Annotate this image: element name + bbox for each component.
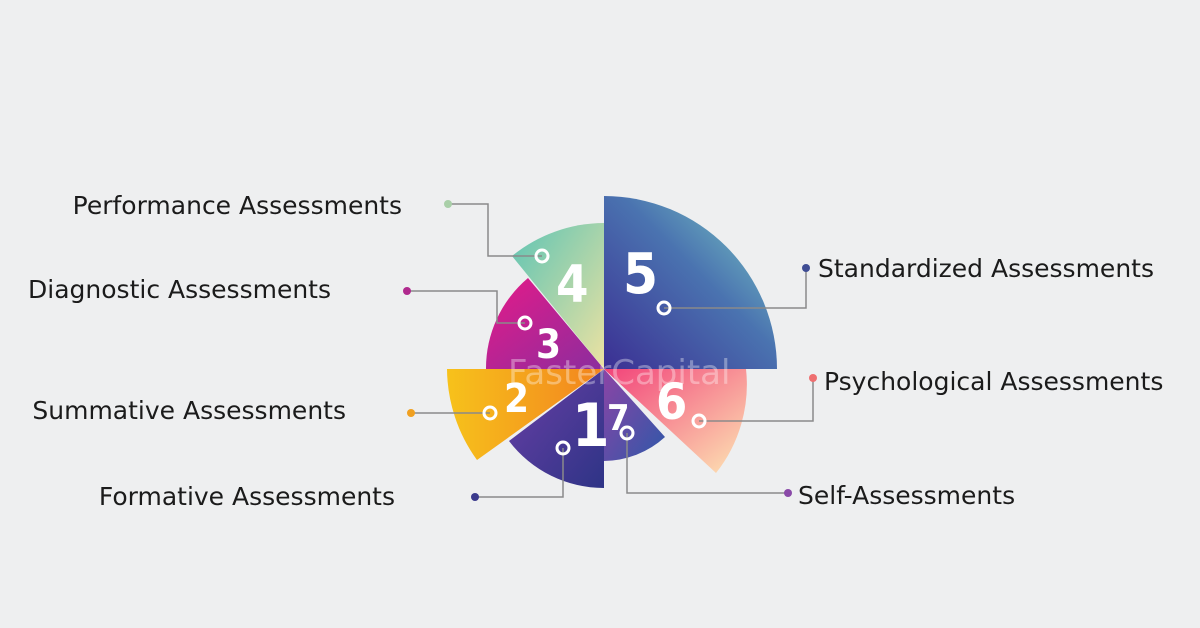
connector-7 [626, 433, 788, 494]
wedge-1-formative [509, 369, 604, 489]
segment-number-2: 2 [504, 376, 529, 422]
wedge-7-self [604, 369, 665, 461]
connector-5 [664, 270, 807, 309]
wedge-2-summative [447, 369, 604, 460]
dot-1 [471, 493, 479, 501]
wedge-4-performance [512, 223, 604, 369]
label-formative-assessments: Formative Assessments [99, 482, 395, 511]
connector-1 [475, 448, 564, 498]
marker-ring-1 [555, 440, 571, 456]
label-summative-assessments: Summative Assessments [32, 396, 346, 425]
wedge-6-psychological [604, 369, 747, 473]
label-performance-assessments: Performance Assessments [73, 191, 402, 220]
segment-number-3: 3 [536, 322, 561, 368]
label-diagnostic-assessments: Diagnostic Assessments [28, 275, 331, 304]
label-psychological-assessments: Psychological Assessments [824, 367, 1163, 396]
dot-7 [784, 489, 792, 497]
segment-number-1: 1 [572, 391, 610, 461]
segment-number-7: 7 [607, 398, 630, 439]
connector-3 [407, 290, 525, 324]
connector-6 [699, 379, 814, 422]
marker-ring-4 [534, 248, 550, 264]
label-standardized-assessments: Standardized Assessments [818, 254, 1154, 283]
wedge-3-diagnostic [485, 278, 604, 369]
marker-ring-6 [691, 413, 707, 429]
marker-ring-5 [656, 300, 672, 316]
dot-3 [403, 287, 411, 295]
marker-ring-3 [517, 315, 533, 331]
segment-number-4: 4 [556, 255, 589, 315]
segment-number-5: 5 [623, 242, 658, 307]
watermark-text: FasterCapital [508, 353, 730, 393]
label-self-assessments: Self-Assessments [798, 481, 1015, 510]
wedge-5-standardized [604, 196, 777, 369]
dot-4 [444, 200, 452, 208]
connector-4 [448, 203, 542, 257]
dot-6 [809, 374, 817, 382]
marker-ring-2 [482, 405, 498, 421]
segment-number-6: 6 [656, 373, 687, 431]
marker-ring-7 [619, 425, 635, 441]
dot-2 [407, 409, 415, 417]
dot-5 [802, 264, 810, 272]
